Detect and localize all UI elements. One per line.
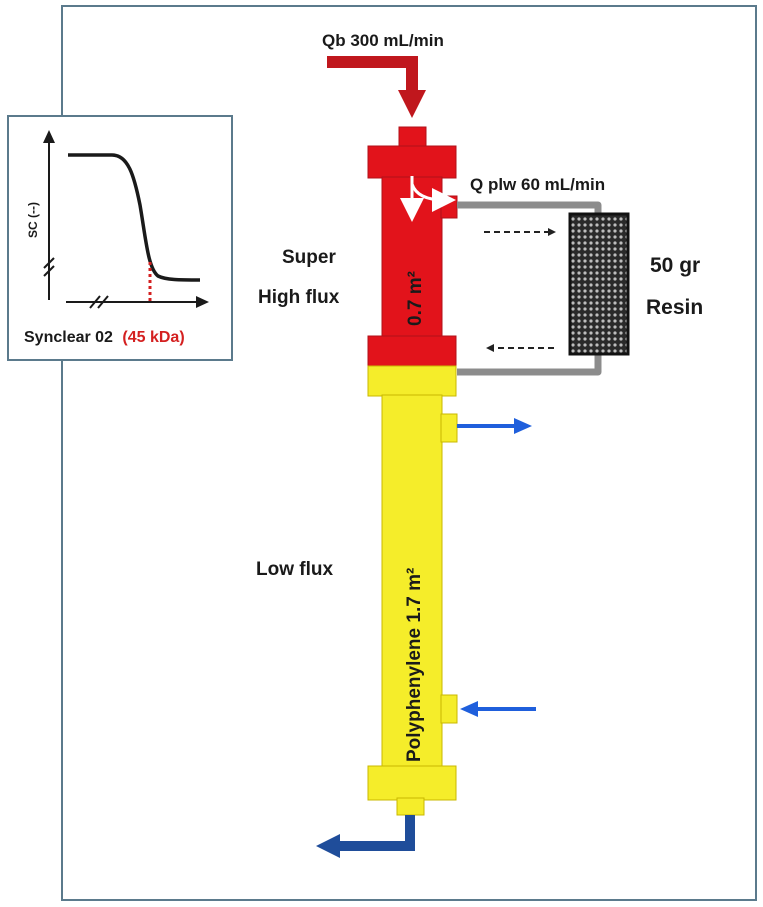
lower-filter-membrane: Polyphenylene 1.7 m² — [404, 568, 425, 762]
inset-y-break-1 — [43, 257, 55, 269]
upper-filter-bottom-head — [367, 335, 457, 369]
upper-filter: 0.7 m² — [367, 126, 458, 369]
upper-filter-top-cap — [398, 126, 427, 148]
upper-filter-head — [367, 145, 457, 179]
dialysate-in-arrow — [460, 701, 536, 717]
upper-filter-label-line2: High flux — [258, 287, 340, 308]
inset-caption-highlight: (45 kDa) — [122, 329, 184, 346]
resin-label-line2: Resin — [646, 296, 703, 319]
lower-filter-outlet-port — [440, 413, 458, 443]
inflow-label: Qb 300 mL/min — [322, 31, 444, 50]
upper-filter-label-line1: Super — [282, 247, 336, 268]
plasma-flow-label: Q plw 60 mL/min — [470, 175, 605, 194]
lower-filter-inlet-port — [440, 694, 458, 724]
dialysate-out-arrow — [457, 418, 532, 434]
tubing-to-resin — [457, 201, 602, 215]
lower-filter: Polyphenylene 1.7 m² — [367, 365, 458, 816]
inset-caption-prefix: Synclear 02 — [24, 329, 113, 346]
lower-filter-bottom-head — [367, 765, 457, 801]
resin-circuit — [457, 201, 630, 376]
inset-y-arrowhead — [43, 130, 55, 143]
inset-x-arrowhead — [196, 296, 209, 308]
internal-flow-side — [410, 183, 456, 212]
inset-caption: Synclear 02 (45 kDa) — [24, 329, 185, 346]
tubing-from-resin — [457, 352, 602, 376]
inset-x-break-1 — [89, 295, 101, 309]
inset-sieving-curve-line — [68, 153, 201, 282]
inset-frame — [7, 115, 233, 361]
inset-y-label: SC (--) — [26, 202, 40, 238]
blood-return-arrow — [316, 815, 415, 858]
resin-label-line1: 50 gr — [650, 254, 700, 277]
upper-filter-area: 0.7 m² — [405, 271, 426, 326]
blood-inflow-arrow — [327, 56, 426, 118]
inset-y-break-2 — [43, 265, 55, 277]
inset-x-break-2 — [97, 295, 109, 309]
lower-filter-label: Low flux — [256, 559, 333, 580]
main-frame — [61, 5, 757, 901]
lower-filter-bottom-cap — [396, 797, 425, 816]
resin-cartridge — [568, 212, 630, 356]
lower-filter-top-head — [367, 365, 457, 397]
inset-sieving-curve: SC (--) Synclear 02 (45 kDa) — [7, 115, 233, 361]
